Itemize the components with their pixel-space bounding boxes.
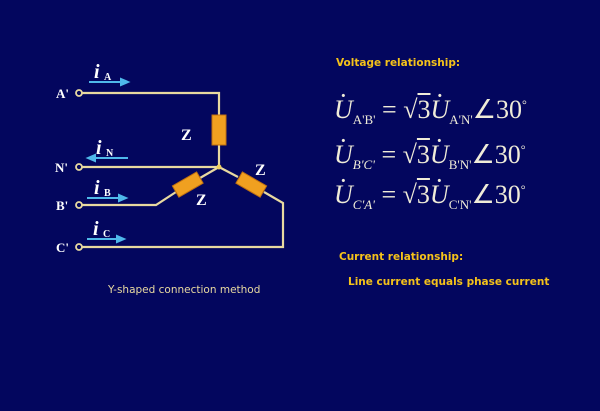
impedances	[171, 114, 268, 198]
terminal-b-icon	[75, 201, 83, 209]
voltage-equation-ca: UC'A' = √3UC'N'∠30°	[334, 180, 526, 213]
terminal-label-c: C'	[56, 240, 69, 255]
current-statement: Line current equals phase current	[348, 276, 550, 288]
terminals	[75, 89, 83, 251]
terminal-labels: A' N' B' C'	[55, 86, 69, 255]
svg-text:B: B	[104, 188, 111, 199]
terminal-label-b: B'	[56, 198, 68, 213]
voltage-equation-ab: UA'B' = √3UA'N'∠30°	[334, 95, 527, 128]
voltage-equation-bc: UB'C' = √3UB'N'∠30°	[334, 140, 526, 173]
diagram-caption: Y-shaped connection method	[108, 284, 261, 296]
current-arrows	[85, 77, 131, 244]
impedance-b-icon	[171, 171, 204, 198]
impedance-c-icon	[235, 171, 268, 198]
svg-text:A: A	[104, 72, 112, 83]
svg-text:N: N	[106, 148, 114, 159]
svg-text:Z: Z	[255, 162, 266, 179]
svg-text:i: i	[93, 218, 99, 240]
wire-a	[81, 91, 221, 115]
svg-text:i: i	[94, 177, 100, 199]
terminal-a-icon	[75, 89, 83, 97]
arrow-ic-icon	[116, 234, 127, 244]
svg-text:i: i	[94, 61, 100, 83]
terminal-label-n: N'	[55, 160, 68, 175]
wire-c	[81, 191, 285, 249]
impedance-labels: Z Z Z	[181, 127, 266, 209]
wires	[81, 91, 285, 249]
svg-text:Z: Z	[196, 192, 207, 209]
svg-text:i: i	[96, 137, 102, 159]
impedance-a-icon	[211, 114, 227, 146]
svg-text:Z: Z	[181, 127, 192, 144]
wire-b-to-neutral	[199, 166, 220, 179]
arrow-ia-icon	[120, 77, 131, 87]
current-heading: Current relationship:	[339, 251, 464, 263]
terminal-c-icon	[75, 243, 83, 251]
voltage-heading: Voltage relationship:	[336, 57, 461, 69]
terminal-n-icon	[75, 163, 83, 171]
arrow-in-icon	[85, 153, 96, 163]
neutral-node-icon	[216, 164, 222, 170]
arrow-ib-icon	[118, 193, 129, 203]
svg-text:C: C	[103, 229, 110, 240]
terminal-label-a: A'	[56, 86, 69, 101]
wire-b	[81, 191, 177, 207]
wire-c-to-neutral	[218, 166, 239, 178]
